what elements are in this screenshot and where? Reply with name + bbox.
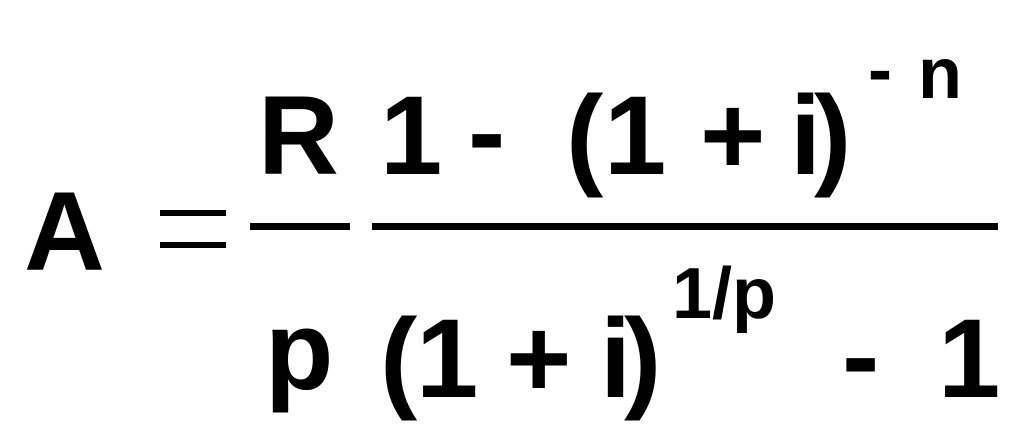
denominator-open-paren: (	[380, 296, 418, 421]
denominator-plus: +	[506, 296, 572, 421]
numerator-i: i	[790, 73, 822, 198]
variable-r: R	[258, 73, 339, 198]
denominator-minus: -	[842, 293, 880, 418]
coefficient-fraction-bar	[250, 223, 350, 230]
numerator-close-paren: )	[814, 73, 852, 198]
denominator-i: i	[600, 296, 632, 421]
numerator-open-paren: (	[566, 73, 604, 198]
numerator-plus: +	[700, 73, 766, 198]
exponent-n: n	[918, 34, 962, 114]
denominator-close-paren: )	[624, 296, 662, 421]
variable-a: A	[24, 169, 105, 294]
main-fraction-bar	[372, 223, 998, 230]
denominator-exponent: 1/p	[672, 254, 777, 334]
numerator-one: 1	[380, 73, 443, 198]
exponent-minus: -	[868, 30, 892, 110]
denominator-one: 1	[938, 296, 1001, 421]
denominator-inner-one: 1	[416, 296, 479, 421]
equals-sign-bottom	[160, 242, 226, 248]
equals-sign-top	[160, 210, 226, 216]
variable-p: p	[265, 288, 334, 413]
numerator-inner-one: 1	[604, 73, 667, 198]
numerator-minus: -	[468, 69, 506, 194]
